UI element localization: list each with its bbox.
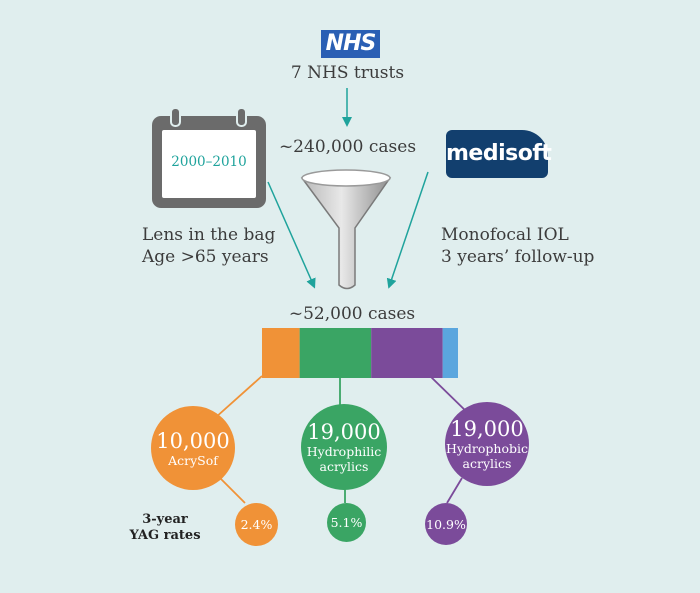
criteria-right-1: Monofocal IOL <box>441 225 569 245</box>
group-circle-acrysof: 10,000 AcrySof <box>151 406 235 490</box>
rate-circle-hydrophobic: 10.9% <box>425 503 467 545</box>
funnel-icon <box>300 169 392 290</box>
group-count: 19,000 <box>450 417 524 441</box>
group-label-line-2: acrylics <box>319 459 369 474</box>
medisoft-logo: medisoft <box>446 130 552 178</box>
group-circle-hydrophilic: 19,000 Hydrophilic acrylics <box>301 404 387 490</box>
bar-segment-hydrophilic <box>299 328 372 378</box>
group-label: AcrySof <box>168 452 218 468</box>
nhs-logo: NHS <box>321 30 380 58</box>
final-cases: ~52,000 cases <box>288 304 416 324</box>
bar-segment-hydrophobic <box>371 328 443 378</box>
group-count: 10,000 <box>156 428 230 453</box>
group-label-line-1: Hydrophobic <box>445 441 529 456</box>
criteria-left-1: Lens in the bag <box>142 225 276 245</box>
bar-segment-other <box>442 328 458 378</box>
group-label-line-2: acrylics <box>462 456 512 471</box>
criteria-left-2: Age >65 years <box>142 247 269 267</box>
connector-rate-hydrophobic <box>446 477 463 504</box>
breakdown-bar <box>262 328 458 378</box>
yag-rates-label: 3-year YAG rates <box>120 512 210 544</box>
calendar-icon <box>152 107 266 208</box>
rate-circle-acrysof: 2.4% <box>235 503 278 546</box>
calendar-date-range: 2000–2010 <box>171 154 247 170</box>
connector-acrysof <box>214 375 263 419</box>
rate-circle-hydrophilic: 5.1% <box>327 503 366 542</box>
connector-rate-acrysof <box>217 475 246 504</box>
bar-segment-acrysof <box>262 328 300 378</box>
initial-cases: ~240,000 cases <box>278 137 417 157</box>
source-label: 7 NHS trusts <box>290 63 405 83</box>
criteria-right-2: 3 years’ follow-up <box>441 247 595 267</box>
group-label-line-1: Hydrophilic <box>306 444 382 459</box>
arrow-left-criteria <box>267 181 316 289</box>
yag-rates-label-line-2: YAG rates <box>129 528 201 543</box>
group-count: 19,000 <box>307 420 381 444</box>
yag-rates-label-line-1: 3-year <box>142 512 188 527</box>
group-circle-hydrophobic: 19,000 Hydrophobic acrylics <box>445 402 529 486</box>
arrow-right-criteria <box>386 171 429 289</box>
